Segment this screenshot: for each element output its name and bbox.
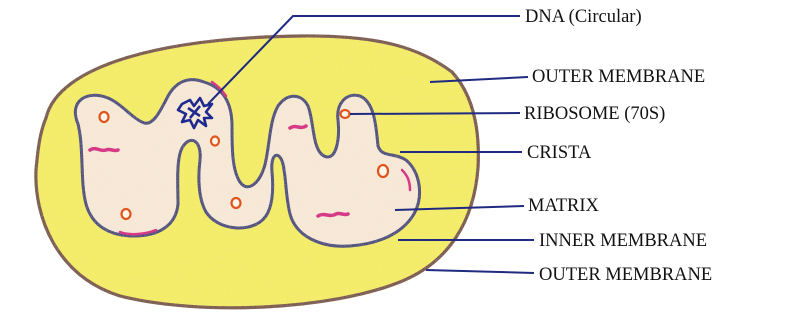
ribosome-dot xyxy=(232,198,241,208)
outer-membrane-bottom-label: OUTER MEMBRANE xyxy=(539,265,712,285)
ribosome-dot xyxy=(122,209,131,219)
ribosome-dot xyxy=(211,137,219,146)
ribosome-dot xyxy=(341,110,350,118)
ribosome-leader-line xyxy=(350,113,520,114)
crista-label: CRISTA xyxy=(527,143,592,163)
crista-mark xyxy=(90,149,118,151)
inner-membrane-label: INNER MEMBRANE xyxy=(539,231,707,251)
crista-mark xyxy=(318,213,348,216)
outer-membrane-bottom-leader-line xyxy=(426,270,534,273)
matrix-label: MATRIX xyxy=(528,196,600,216)
ribosome-dot xyxy=(378,165,388,177)
ribosome-label: RIBOSOME (70S) xyxy=(524,104,665,124)
crista-mark xyxy=(290,126,306,128)
dna-label: DNA (Circular) xyxy=(525,7,642,27)
outer-membrane-top-label: OUTER MEMBRANE xyxy=(532,67,705,87)
ribosome-dot xyxy=(100,112,109,122)
